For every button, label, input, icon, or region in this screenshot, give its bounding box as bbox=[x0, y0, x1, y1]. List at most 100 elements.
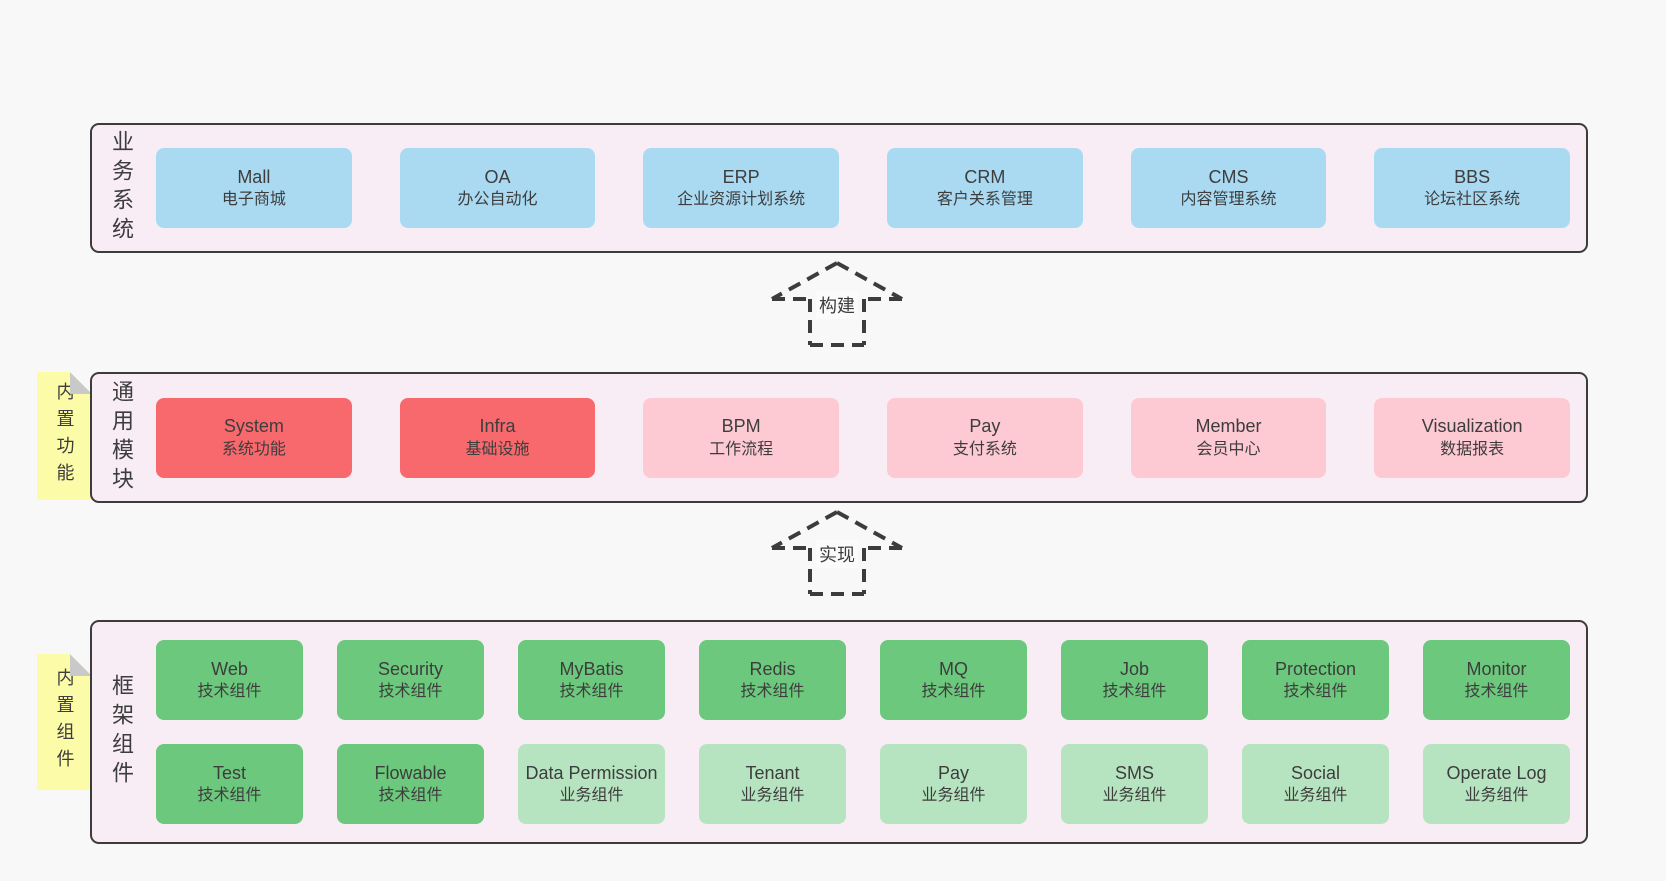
box-pay-subtitle: 支付系统 bbox=[952, 440, 1017, 458]
sticky-fold-corner-icon bbox=[70, 372, 92, 394]
box-cms-name: CMS bbox=[1208, 166, 1249, 187]
box-mall-subtitle: 电子商城 bbox=[221, 191, 286, 209]
box-web: Web 技术组件 bbox=[156, 640, 303, 720]
box-system: System 系统功能 bbox=[156, 397, 352, 478]
box-visualization-subtitle: 数据报表 bbox=[1440, 440, 1505, 458]
box-web-name: Web bbox=[211, 658, 248, 679]
box-data-permission: Data Permission 业务组件 bbox=[518, 744, 665, 824]
box-flowable: Flowable 技术组件 bbox=[337, 744, 484, 824]
box-infra-subtitle: 基础设施 bbox=[465, 440, 530, 458]
section-business-systems: 业务系统 Mall 电子商城 OA 办公自动化 ERP 企业资源计划系统 CRM… bbox=[90, 123, 1588, 253]
box-test: Test 技术组件 bbox=[156, 744, 303, 824]
implement-arrow-label: 实现 bbox=[816, 540, 858, 568]
box-operate-log-subtitle: 业务组件 bbox=[1464, 787, 1529, 805]
section-framework-components: 框架组件 Web 技术组件 Security 技术组件 MyBatis 技术组件… bbox=[90, 620, 1588, 844]
box-crm-subtitle: 客户关系管理 bbox=[936, 191, 1033, 209]
box-bpm-name: BPM bbox=[721, 416, 761, 437]
sticky-note-builtin-features: 内置功能 bbox=[37, 372, 92, 500]
box-member-name: Member bbox=[1195, 416, 1262, 437]
box-job: Job 技术组件 bbox=[1061, 640, 1208, 720]
box-mq-name: MQ bbox=[939, 658, 968, 679]
box-pay-biz-name: Pay bbox=[937, 762, 970, 783]
box-pay-biz-subtitle: 业务组件 bbox=[921, 787, 986, 805]
box-redis-subtitle: 技术组件 bbox=[740, 683, 805, 701]
box-sms-name: SMS bbox=[1114, 762, 1154, 783]
box-security: Security 技术组件 bbox=[337, 640, 484, 720]
box-pay-name: Pay bbox=[969, 416, 1001, 437]
box-cms-subtitle: 内容管理系统 bbox=[1180, 191, 1277, 209]
box-test-subtitle: 技术组件 bbox=[197, 787, 262, 805]
box-pay: Pay 支付系统 bbox=[887, 397, 1083, 478]
framework-components-grid: Web 技术组件 Security 技术组件 MyBatis 技术组件 Redi… bbox=[150, 622, 1586, 842]
sticky-note-builtin-features-label: 内置功能 bbox=[54, 382, 75, 490]
box-bbs-name: BBS bbox=[1454, 166, 1491, 187]
box-flowable-name: Flowable bbox=[374, 762, 447, 783]
implement-arrow: 实现 bbox=[762, 507, 912, 599]
box-job-name: Job bbox=[1119, 658, 1150, 679]
box-tenant-name: Tenant bbox=[745, 762, 800, 783]
box-crm: CRM 客户关系管理 bbox=[887, 148, 1083, 228]
business-systems-grid: Mall 电子商城 OA 办公自动化 ERP 企业资源计划系统 CRM 客户关系… bbox=[150, 125, 1586, 251]
box-web-subtitle: 技术组件 bbox=[197, 683, 262, 701]
box-pay-biz: Pay 业务组件 bbox=[880, 744, 1027, 824]
box-visualization-name: Visualization bbox=[1421, 416, 1523, 437]
box-bpm-subtitle: 工作流程 bbox=[709, 440, 774, 458]
box-system-subtitle: 系统功能 bbox=[221, 440, 286, 458]
box-visualization: Visualization 数据报表 bbox=[1374, 397, 1570, 478]
box-infra: Infra 基础设施 bbox=[399, 397, 596, 478]
box-sms: SMS 业务组件 bbox=[1061, 744, 1208, 824]
box-erp: ERP 企业资源计划系统 bbox=[643, 148, 839, 228]
box-protection-subtitle: 技术组件 bbox=[1283, 683, 1348, 701]
box-mall-name: Mall bbox=[237, 166, 271, 187]
box-social: Social 业务组件 bbox=[1242, 744, 1389, 824]
box-oa-name: OA bbox=[484, 166, 511, 187]
box-tenant-subtitle: 业务组件 bbox=[740, 787, 805, 805]
box-flowable-subtitle: 技术组件 bbox=[378, 787, 443, 805]
sticky-note-builtin-components-label: 内置组件 bbox=[54, 668, 75, 776]
box-mq-subtitle: 技术组件 bbox=[921, 683, 986, 701]
common-modules-grid: System 系统功能 Infra 基础设施 BPM 工作流程 Pay 支付系统… bbox=[150, 374, 1586, 501]
box-bbs: BBS 论坛社区系统 bbox=[1374, 148, 1570, 228]
section-common-modules-label: 通用模块 bbox=[109, 379, 134, 496]
box-operate-log-name: Operate Log bbox=[1446, 762, 1547, 783]
box-member-subtitle: 会员中心 bbox=[1196, 440, 1261, 458]
dashed-up-arrow-icon bbox=[771, 510, 903, 596]
box-cms: CMS 内容管理系统 bbox=[1130, 148, 1327, 228]
box-mybatis: MyBatis 技术组件 bbox=[518, 640, 665, 720]
box-infra-name: Infra bbox=[479, 416, 516, 437]
box-oa-subtitle: 办公自动化 bbox=[457, 191, 538, 209]
section-business-systems-label: 业务系统 bbox=[109, 130, 134, 246]
box-security-name: Security bbox=[377, 658, 444, 679]
box-system-name: System bbox=[223, 416, 284, 437]
box-sms-subtitle: 业务组件 bbox=[1102, 787, 1167, 805]
box-erp-name: ERP bbox=[722, 166, 760, 187]
sticky-note-builtin-components: 内置组件 bbox=[37, 654, 92, 790]
box-operate-log: Operate Log 业务组件 bbox=[1423, 744, 1570, 824]
sticky-fold-corner-icon bbox=[70, 654, 92, 676]
box-monitor-name: Monitor bbox=[1466, 658, 1527, 679]
box-data-permission-name: Data Permission bbox=[525, 762, 658, 783]
dashed-up-arrow-icon bbox=[771, 261, 903, 347]
section-framework-components-label: 框架组件 bbox=[109, 674, 134, 790]
box-tenant: Tenant 业务组件 bbox=[699, 744, 846, 824]
build-arrow-label: 构建 bbox=[816, 291, 858, 319]
build-arrow: 构建 bbox=[762, 258, 912, 350]
section-common-modules: 通用模块 System 系统功能 Infra 基础设施 BPM 工作流程 Pay… bbox=[90, 372, 1588, 503]
box-mq: MQ 技术组件 bbox=[880, 640, 1027, 720]
box-social-subtitle: 业务组件 bbox=[1283, 787, 1348, 805]
box-member: Member 会员中心 bbox=[1130, 397, 1327, 478]
box-mybatis-subtitle: 技术组件 bbox=[559, 683, 624, 701]
box-data-permission-subtitle: 业务组件 bbox=[559, 787, 624, 805]
box-monitor-subtitle: 技术组件 bbox=[1464, 683, 1529, 701]
box-redis-name: Redis bbox=[749, 658, 796, 679]
box-security-subtitle: 技术组件 bbox=[378, 683, 443, 701]
box-job-subtitle: 技术组件 bbox=[1102, 683, 1167, 701]
box-redis: Redis 技术组件 bbox=[699, 640, 846, 720]
box-mall: Mall 电子商城 bbox=[156, 148, 352, 228]
box-social-name: Social bbox=[1290, 762, 1341, 783]
box-bpm: BPM 工作流程 bbox=[643, 397, 839, 478]
box-protection: Protection 技术组件 bbox=[1242, 640, 1389, 720]
box-test-name: Test bbox=[212, 762, 246, 783]
box-oa: OA 办公自动化 bbox=[399, 148, 596, 228]
box-protection-name: Protection bbox=[1274, 658, 1357, 679]
